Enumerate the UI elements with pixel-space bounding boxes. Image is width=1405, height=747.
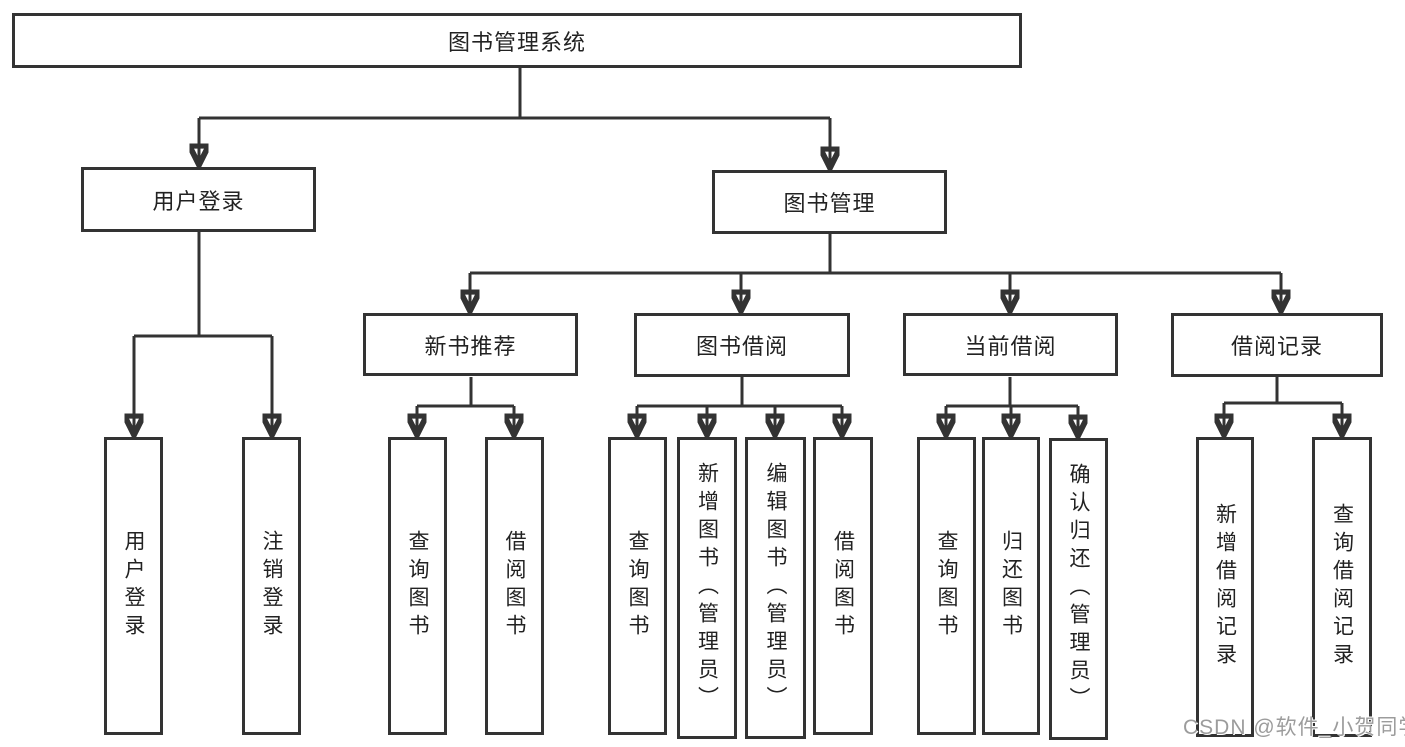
node-borrow-records: 借阅记录: [1171, 313, 1383, 377]
node-book-management: 图书管理: [712, 170, 947, 234]
branch-rails: [134, 68, 1342, 408]
leaf-add-books-admin: 新增图书（管理员）: [677, 437, 737, 739]
node-book-borrowing: 图书借阅: [634, 313, 850, 377]
watermark: CSDN @软件_小贺同学: [1183, 716, 1405, 739]
node-user-login: 用户登录: [81, 167, 316, 232]
leaf-confirm-return-admin: 确认归还（管理员）: [1049, 438, 1108, 740]
leaf-borrow-books: 借阅图书: [485, 437, 544, 735]
node-current-borrowing: 当前借阅: [903, 313, 1118, 376]
leaf-edit-books-admin: 编辑图书（管理员）: [745, 437, 806, 739]
leaf-query-books: 查询图书: [917, 437, 976, 735]
leaf-borrow-books: 借阅图书: [813, 437, 873, 735]
node-new-book-recommend: 新书推荐: [363, 313, 578, 376]
leaf-query-books: 查询图书: [388, 437, 447, 735]
node-root-system: 图书管理系统: [12, 13, 1022, 68]
leaf-query-books: 查询图书: [608, 437, 667, 735]
leaf-query-borrow-record: 查询借阅记录: [1312, 437, 1372, 737]
leaf-return-books: 归还图书: [982, 437, 1040, 735]
leaf-add-borrow-record: 新增借阅记录: [1196, 437, 1254, 737]
leaf-logout: 注销登录: [242, 437, 301, 735]
leaf-user-login: 用户登录: [104, 437, 163, 735]
